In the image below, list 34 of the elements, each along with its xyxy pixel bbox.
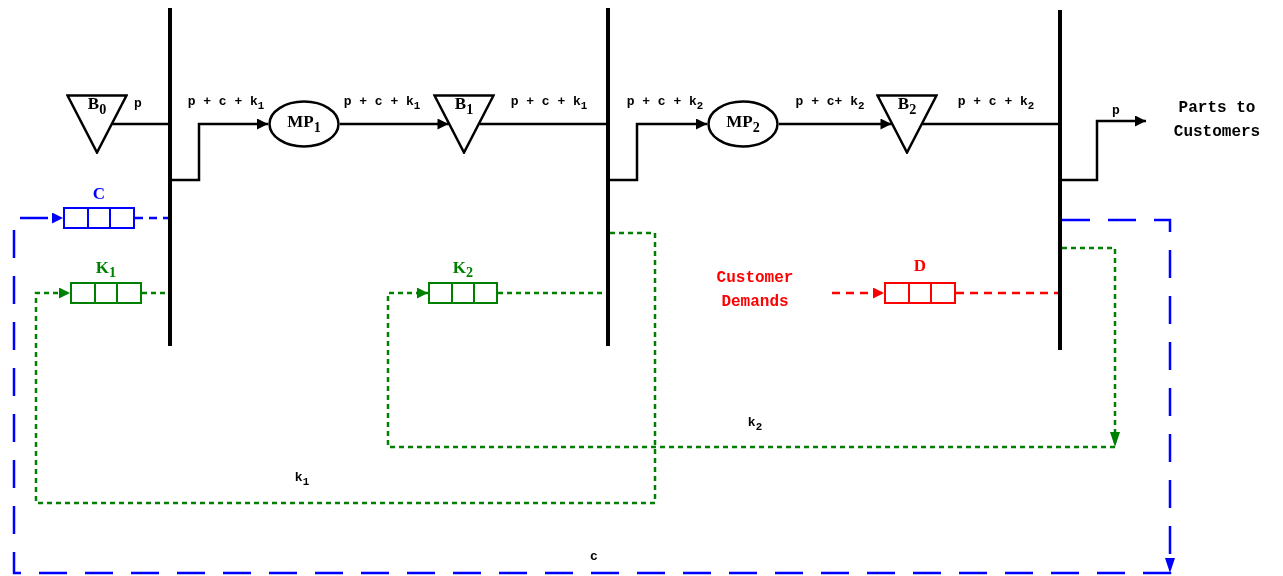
queue-label: K$_{2}$ xyxy=(452,257,474,283)
flow-label: Parts to Customers xyxy=(1172,98,1262,143)
buffer-triangle xyxy=(433,94,495,154)
buffer-triangle xyxy=(876,94,938,154)
flow-label: Customer Demands xyxy=(715,268,795,313)
arrow xyxy=(779,118,892,130)
bus-bar xyxy=(606,8,610,346)
bus-bar xyxy=(168,8,172,346)
arrow xyxy=(172,118,268,182)
arrow xyxy=(610,118,707,182)
arrow xyxy=(34,231,657,505)
arrow xyxy=(12,212,1175,575)
bus-bar xyxy=(1058,10,1062,350)
buffer-triangle xyxy=(66,94,128,154)
queue-label: C xyxy=(92,183,106,205)
node-label: MP$_{2}$ xyxy=(726,112,760,136)
process-ellipse xyxy=(707,100,779,148)
node-label: B$_{2}$ xyxy=(897,94,917,118)
node-label: B$_{0}$ xyxy=(87,94,107,118)
arrow xyxy=(340,118,449,130)
node-label: MP$_{1}$ xyxy=(287,112,321,136)
arrow xyxy=(386,246,1120,449)
connector-line xyxy=(479,122,606,126)
arrow xyxy=(1062,115,1146,182)
connector-line xyxy=(135,216,168,220)
connector-line xyxy=(956,291,1058,295)
connector-line xyxy=(112,122,168,126)
arrow xyxy=(832,287,884,299)
node-label: B$_{1}$ xyxy=(454,94,474,118)
queue-label: K$_{1}$ xyxy=(95,257,117,283)
process-ellipse xyxy=(268,100,340,148)
connector-line xyxy=(922,122,1058,126)
queue-label: D xyxy=(913,255,927,277)
connector-line xyxy=(142,291,168,295)
